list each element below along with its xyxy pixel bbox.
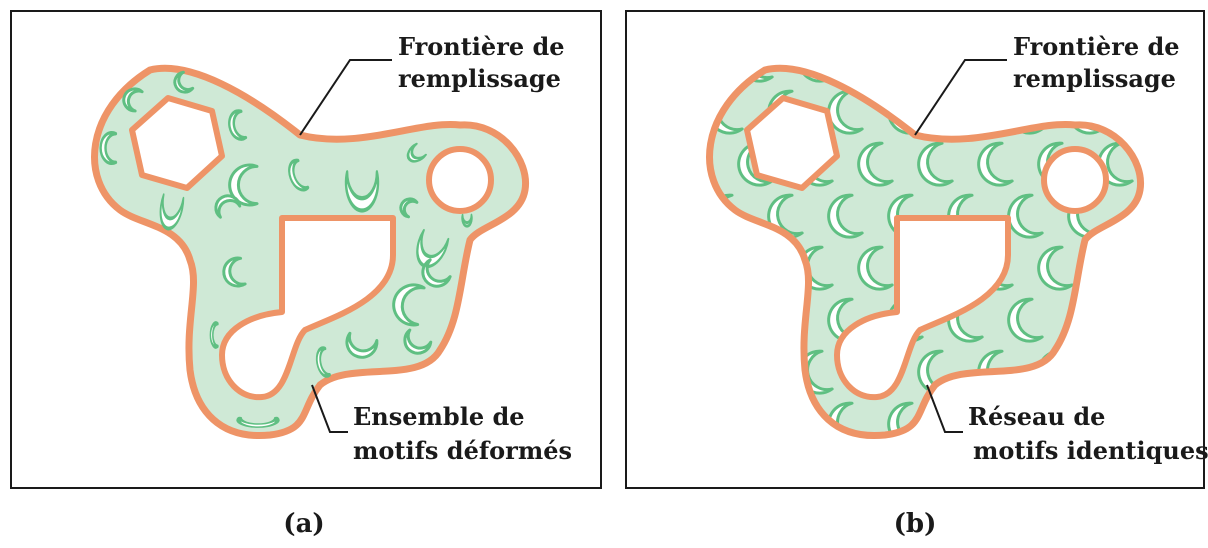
motif-leader-a xyxy=(311,384,348,433)
crescent-motif xyxy=(122,87,144,113)
boundary-label-b-line2: remplissage xyxy=(1013,64,1176,93)
crescent-motif xyxy=(461,213,473,228)
crescent-motif xyxy=(977,141,1014,187)
crescent-motif xyxy=(977,68,1014,83)
crescent-motif xyxy=(709,349,714,395)
crescent-motif xyxy=(209,321,219,349)
panel-b-frame xyxy=(625,10,1205,489)
crescent-motif xyxy=(288,158,310,192)
circle-hole-a xyxy=(426,146,494,214)
crescent-motif xyxy=(737,245,774,291)
crescent-motif xyxy=(767,297,804,343)
crescent-motif xyxy=(857,68,894,83)
crescent-motif xyxy=(827,193,864,239)
crescent-motif xyxy=(709,297,744,343)
crescent-motif xyxy=(917,68,954,83)
crescent-motif xyxy=(214,194,242,219)
motif-label-a: Ensemble de motifs déformés xyxy=(353,402,572,465)
hexagon-hole-b xyxy=(744,95,840,191)
crescent-motif xyxy=(1154,246,1193,294)
crescent-motif xyxy=(1154,142,1193,190)
motif-label-b-line1: Réseau de xyxy=(968,402,1105,431)
crescent-motif xyxy=(1127,89,1141,135)
motif-label-a-line2: motifs déformés xyxy=(353,436,572,465)
boundary-leader-a xyxy=(299,59,392,136)
crescent-motif xyxy=(737,141,774,187)
crescent-motif xyxy=(709,401,744,436)
boundary-label-a-line1: Frontière de xyxy=(398,32,565,61)
boundary-label-b-line1: Frontière de xyxy=(1013,32,1180,61)
circle-hole-b xyxy=(1041,146,1109,214)
crescent-motif xyxy=(406,142,427,163)
crescent-motif xyxy=(917,141,954,187)
crescent-motif xyxy=(99,131,118,165)
crescent-motif xyxy=(1097,349,1134,395)
crescent-motif xyxy=(345,331,379,359)
crescent-motif xyxy=(827,89,864,135)
caption-b: (b) xyxy=(894,509,937,539)
hexagon-hole-a xyxy=(129,95,225,191)
crescent-motif xyxy=(737,349,774,395)
crescent-motif xyxy=(228,109,248,141)
crescent-motif xyxy=(403,328,433,355)
boundary-label-b: Frontière de remplissage xyxy=(1013,32,1180,93)
crescent-motif xyxy=(421,258,452,288)
motif-label-b-line2: motifs identiques xyxy=(973,436,1208,465)
crescent-motif xyxy=(857,141,894,187)
boundary-leader-b xyxy=(914,59,1007,136)
motif-label-b: Réseau de motifs identiques xyxy=(968,402,1208,465)
motif-label-a-line1: Ensemble de xyxy=(353,402,525,431)
crescent-motif xyxy=(947,89,984,135)
motif-leader-b xyxy=(926,384,963,433)
crescent-motif xyxy=(344,170,380,213)
sock-hole-a xyxy=(219,215,396,401)
crescent-motif xyxy=(1127,297,1141,343)
crescent-motif xyxy=(159,193,185,231)
crescent-motif xyxy=(236,416,280,428)
crescent-motif xyxy=(173,70,195,94)
crescent-motif xyxy=(315,346,331,378)
crescent-motif xyxy=(228,163,259,207)
crescent-motif xyxy=(857,245,894,291)
crescent-motif xyxy=(399,197,419,219)
caption-a: (a) xyxy=(283,509,324,539)
boundary-label-a: Frontière de remplissage xyxy=(398,32,565,93)
crescent-motif xyxy=(416,228,450,269)
sock-hole-b xyxy=(834,215,1011,401)
crescent-motif xyxy=(1097,245,1134,291)
crescent-motif xyxy=(1007,193,1044,239)
crescent-motif xyxy=(767,401,804,436)
deformed-motifs xyxy=(99,70,473,428)
panel-a: Frontière de remplissage Ensemble de motif… xyxy=(10,10,602,539)
crescent-motif xyxy=(709,245,714,291)
crescent-motif xyxy=(1007,297,1044,343)
panel-b: Frontière de remplissage Réseau de motifs … xyxy=(625,10,1208,539)
boundary-label-a-line2: remplissage xyxy=(398,64,561,93)
crescent-motif xyxy=(392,283,426,327)
crescent-motif xyxy=(222,256,247,288)
panel-a-frame xyxy=(10,10,602,489)
crescent-motif xyxy=(1037,245,1074,291)
crescent-motif xyxy=(709,68,714,83)
crescent-motif xyxy=(1154,350,1193,398)
